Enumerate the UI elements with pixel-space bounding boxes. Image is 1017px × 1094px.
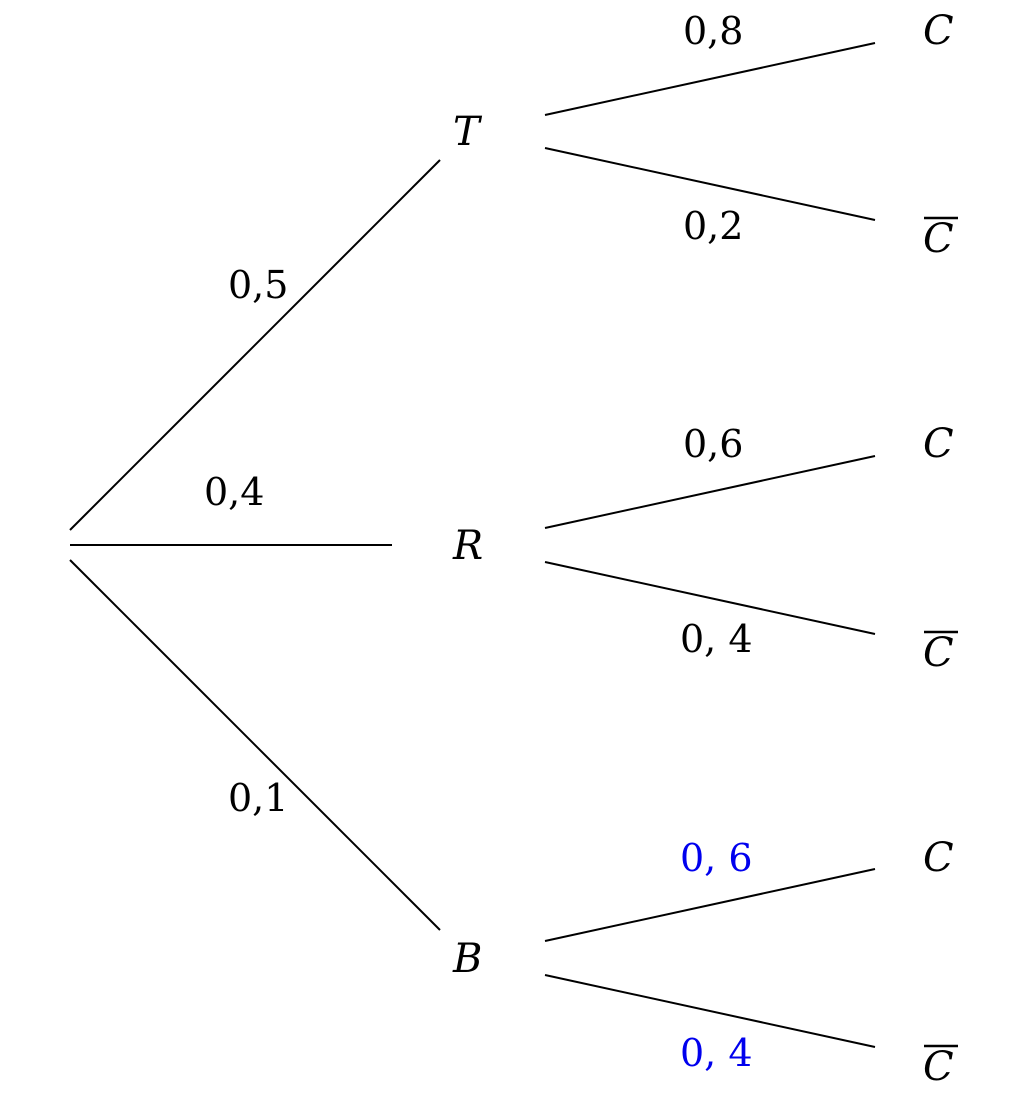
- prob-T-Cbar: 0,2: [683, 204, 743, 248]
- edge-B-C: [544, 868, 876, 942]
- prob-R-C: 0,6: [683, 422, 743, 466]
- edge-R-C: [544, 455, 876, 529]
- node-B-C: C: [923, 835, 954, 881]
- edge-root-T: [69, 159, 441, 531]
- prob-B: 0,1: [228, 776, 288, 820]
- node-T-Cbar: C: [923, 216, 954, 262]
- edge-root-B: [69, 559, 441, 931]
- node-R-C: C: [923, 421, 954, 467]
- prob-T-C: 0,8: [683, 9, 743, 53]
- node-B-Cbar: C: [923, 1044, 954, 1090]
- edge-T-C: [544, 42, 876, 116]
- edge-R-Cbar: [544, 561, 876, 635]
- edge-B-Cbar: [544, 974, 876, 1048]
- node-B: B: [452, 936, 482, 982]
- prob-R-Cbar: 0, 4: [680, 617, 753, 661]
- prob-B-Cbar: 0, 4: [680, 1031, 753, 1075]
- edge-T-Cbar: [544, 147, 876, 221]
- prob-B-C: 0, 6: [680, 836, 753, 880]
- node-T-C: C: [923, 8, 954, 54]
- node-T: T: [453, 109, 483, 155]
- prob-R: 0,4: [204, 470, 264, 514]
- node-R: R: [452, 523, 483, 569]
- prob-T: 0,5: [228, 263, 288, 307]
- node-R-Cbar: C: [923, 630, 954, 676]
